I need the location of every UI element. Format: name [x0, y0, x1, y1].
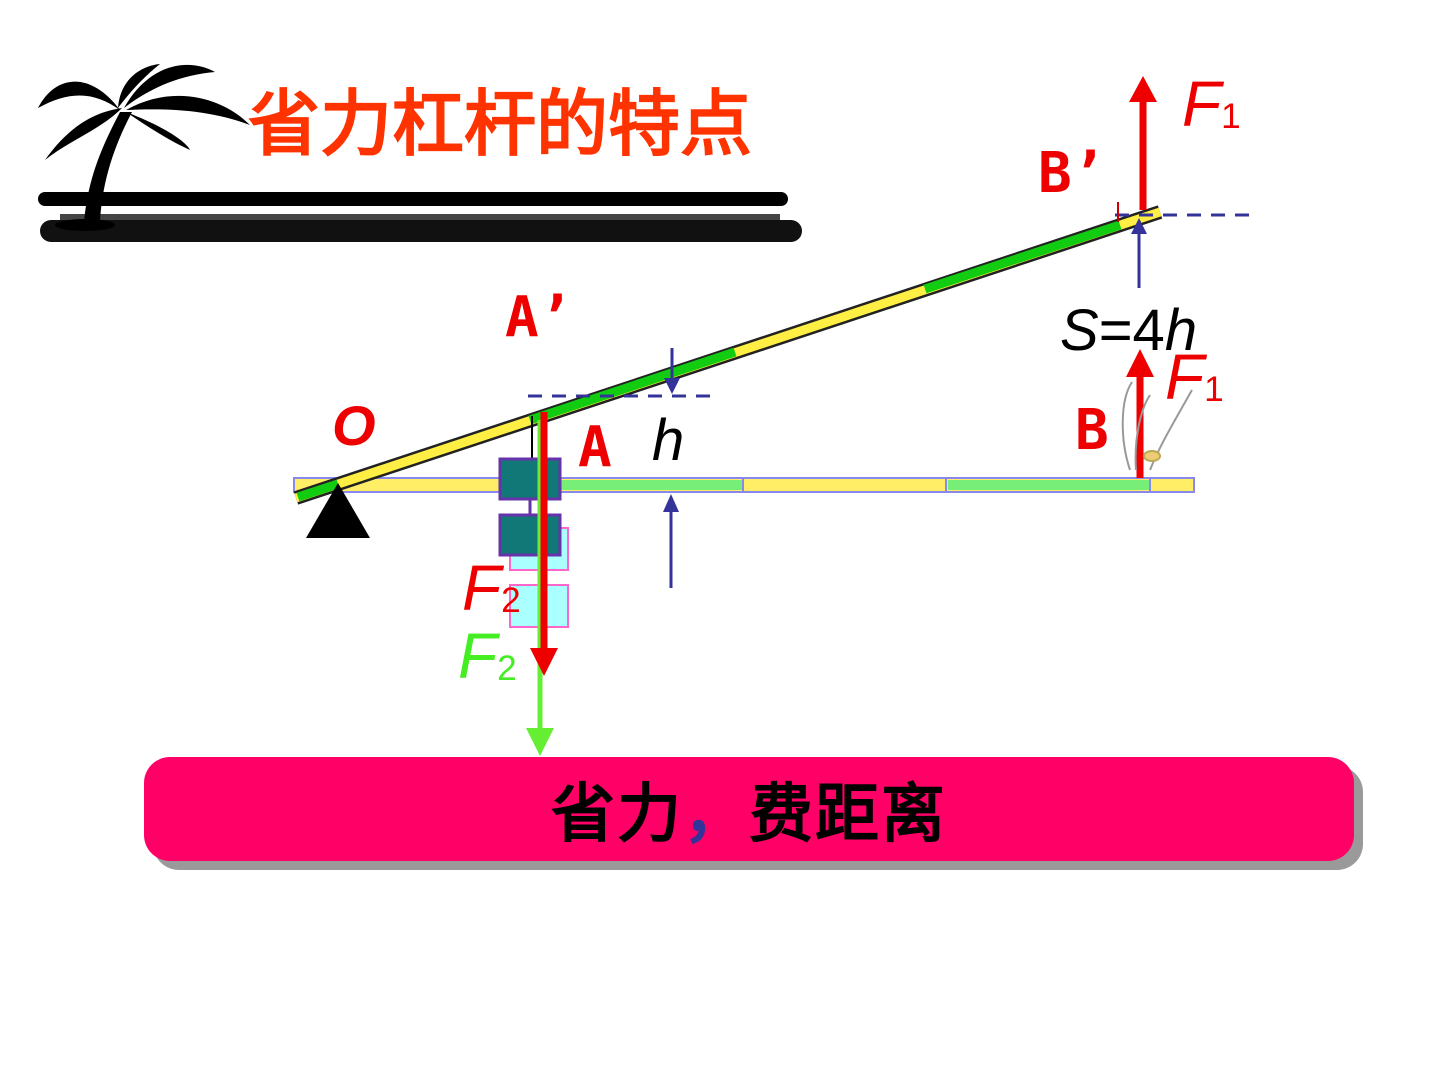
f1-bottom-arrow	[1126, 349, 1154, 478]
label-a: A	[578, 415, 612, 480]
label-b: B	[1075, 398, 1109, 463]
conclusion-banner: 省力，费距离	[144, 757, 1354, 861]
label-f2-red: F2	[462, 556, 521, 620]
label-o: O	[332, 394, 376, 457]
conclusion-part1: 省力	[551, 778, 683, 852]
f1-top-arrow	[1129, 76, 1157, 210]
conclusion-text: 省力，费距离	[551, 763, 947, 855]
f2-red-arrow	[530, 412, 558, 676]
lever-horizontal	[293, 477, 1195, 493]
f2-green-letter: F	[458, 620, 498, 692]
label-a-prime: A’	[505, 285, 573, 350]
label-b-prime: B’	[1038, 141, 1106, 206]
f1-bottom-subscript: 1	[1204, 369, 1224, 409]
label-eq: =4	[1098, 298, 1165, 363]
palm-tree-icon	[38, 64, 802, 242]
f1-top-subscript: 1	[1221, 96, 1241, 136]
fulcrum-triangle-icon	[306, 483, 370, 538]
f2-red-subscript: 2	[501, 580, 521, 620]
label-f2-green: F2	[458, 624, 517, 688]
label-s: S	[1060, 298, 1099, 363]
label-f1-bottom: F1	[1165, 345, 1224, 409]
f1-top-letter: F	[1182, 68, 1222, 140]
label-distance-relation: S=4h	[1060, 302, 1197, 360]
label-s-h: h	[1164, 298, 1198, 363]
f2-green-subscript: 2	[497, 648, 517, 688]
conclusion-comma: ，	[683, 778, 749, 852]
page-title: 省力杠杆的特点	[248, 82, 753, 166]
f2-green-arrow	[526, 420, 554, 756]
f1-bottom-letter: F	[1165, 341, 1205, 413]
conclusion-part2: 费距离	[749, 778, 947, 852]
f2-red-letter: F	[462, 552, 502, 624]
label-h: h	[652, 408, 685, 473]
label-f1-top: F1	[1182, 72, 1241, 136]
lever-tilted	[293, 205, 1163, 505]
hand-icon	[1121, 381, 1193, 471]
displacement-guides	[528, 202, 1250, 588]
weights	[498, 416, 562, 557]
